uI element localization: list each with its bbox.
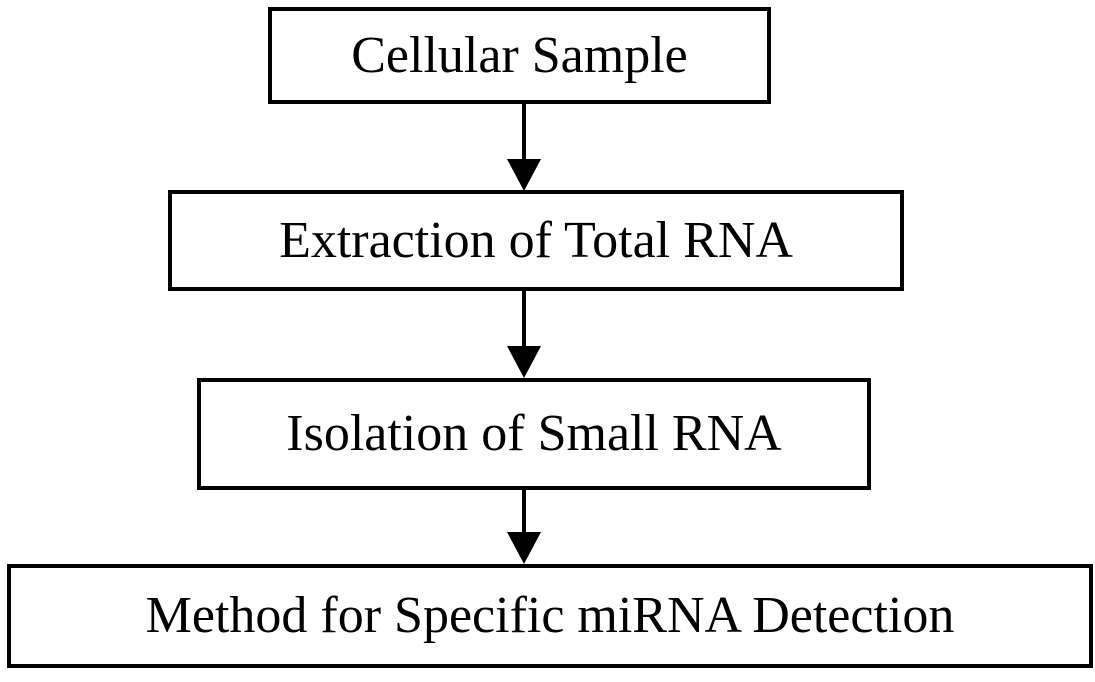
flow-arrow-cellular-to-extraction [507, 104, 541, 191]
flow-arrow-isolation-to-method [507, 490, 541, 564]
flow-node-isolation-of-small-rna-label: Isolation of Small RNA [286, 405, 782, 462]
flow-node-extraction-of-total-rna-label: Extraction of Total RNA [279, 211, 793, 269]
flow-arrow-extraction-to-isolation [507, 291, 541, 378]
arrow-down-icon [507, 159, 541, 191]
flow-node-isolation-of-small-rna: Isolation of Small RNA [197, 378, 871, 490]
arrow-down-icon [507, 532, 541, 564]
flow-node-method-for-specific-mirna-detection: Method for Specific miRNA Detection [7, 564, 1093, 668]
flow-node-method-for-specific-mirna-detection-label: Method for Specific miRNA Detection [145, 587, 955, 644]
arrow-shaft [522, 104, 526, 160]
arrow-down-icon [507, 346, 541, 378]
flow-node-cellular-sample-label: Cellular Sample [351, 26, 688, 84]
arrow-shaft [522, 490, 526, 533]
arrow-shaft [522, 291, 526, 347]
flow-node-extraction-of-total-rna: Extraction of Total RNA [168, 190, 904, 291]
flow-node-cellular-sample: Cellular Sample [268, 7, 771, 104]
